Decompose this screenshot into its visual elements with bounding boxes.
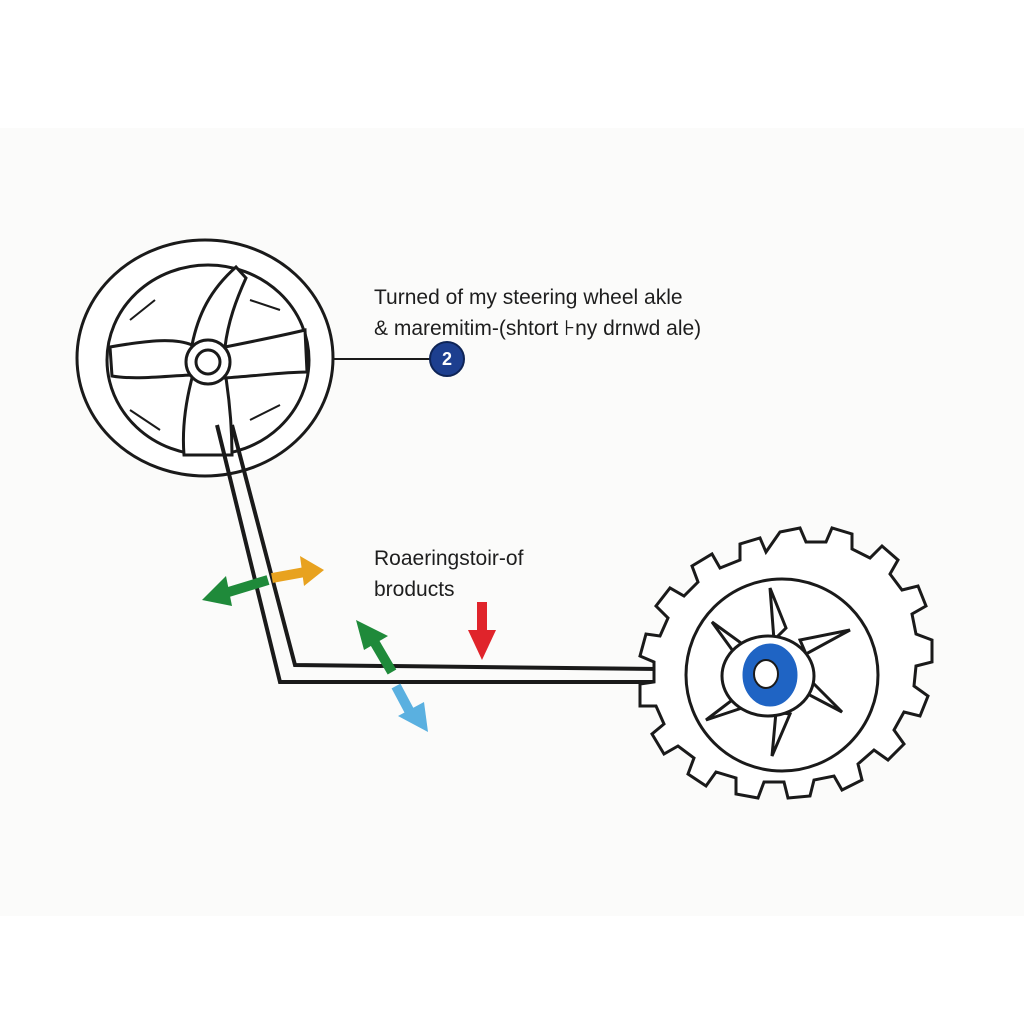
linkage-rod bbox=[215, 424, 760, 684]
top-margin bbox=[0, 0, 1024, 128]
callout-rod-line1: Roaeringstoir-of bbox=[374, 547, 524, 570]
steering-wheel-icon bbox=[75, 238, 335, 478]
force-arrow-red-down bbox=[468, 602, 496, 660]
callout-steering-label: Turned of my steering wheel akle & marem… bbox=[374, 282, 701, 344]
force-arrow-green-left bbox=[202, 575, 270, 606]
bottom-margin bbox=[0, 916, 1024, 1024]
callout-rod-label: Roaeringstoir-of broducts bbox=[374, 543, 523, 605]
callout-steering-line1: Turned of my steering wheel akle bbox=[374, 286, 683, 309]
force-arrow-blue-down bbox=[391, 683, 428, 732]
badge-number: 2 bbox=[442, 349, 452, 369]
gear-wheel-icon bbox=[638, 526, 934, 800]
callout-badge: 2 bbox=[429, 341, 465, 377]
callout-steering-line2: & maremitim-(shtort ⊦ny drnwd ale) bbox=[374, 317, 702, 340]
force-arrow-green-up bbox=[356, 620, 397, 675]
callout-rod-line2: broducts bbox=[374, 578, 455, 601]
force-arrow-orange-right bbox=[271, 556, 324, 586]
